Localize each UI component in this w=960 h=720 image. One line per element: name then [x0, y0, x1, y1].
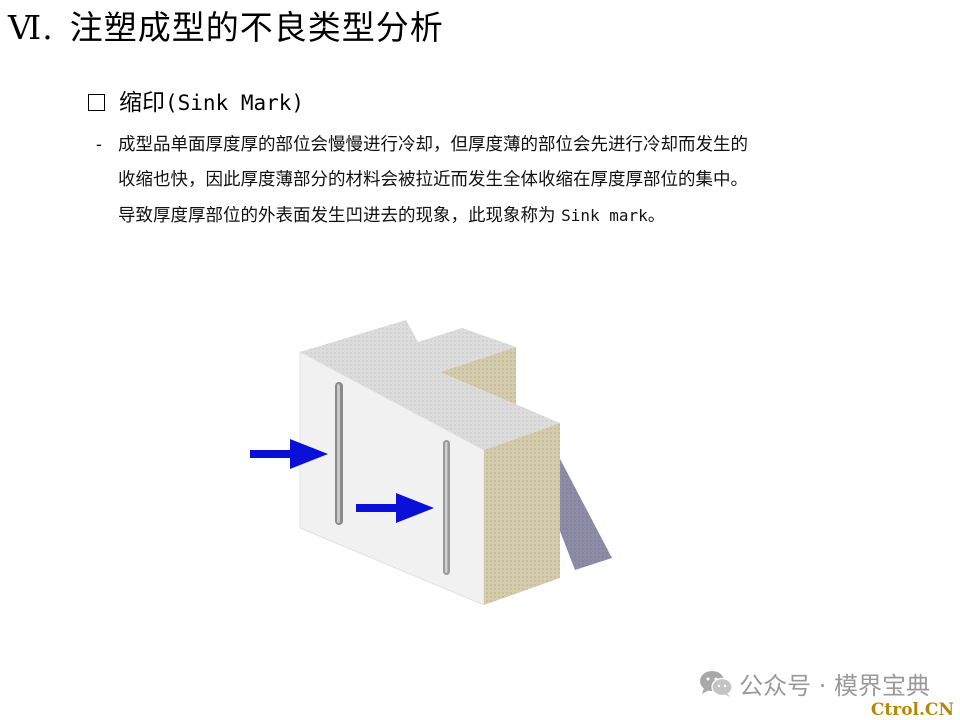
arrow-lower — [356, 493, 434, 523]
description-paragraph: - 成型品单面厚度厚的部位会慢慢进行冷却，但厚度薄的部位会先进行冷却而发生的 收… — [96, 128, 896, 234]
wechat-watermark: 公众号 · 模界宝典 — [699, 666, 930, 701]
title-text: 注塑成型的不良类型分析 — [69, 8, 444, 47]
shadow-wedge — [548, 455, 612, 570]
section-label-cn: 缩印 — [119, 90, 165, 116]
section-label-en: (Sink Mark) — [165, 91, 305, 115]
description-line-3: 导致厚度厚部位的外表面发生凹进去的现象，此现象称为 Sink mark。 — [96, 198, 896, 234]
description-line-3-text: 导致厚度厚部位的外表面发生凹进去的现象，此现象称为 — [118, 206, 562, 226]
checkbox-bullet-icon — [88, 94, 105, 111]
description-line-3-end: 。 — [647, 206, 666, 226]
wechat-icon — [700, 670, 733, 697]
arrow-upper — [250, 439, 328, 469]
dash-bullet: - — [96, 135, 102, 155]
top-face — [300, 320, 560, 450]
section-number: Ⅵ. — [8, 8, 54, 47]
sink-mark-illustration — [250, 320, 612, 606]
watermark-text: 公众号 · 模界宝典 — [739, 672, 930, 700]
end-face — [484, 423, 560, 605]
page-title: Ⅵ. 注塑成型的不良类型分析 — [8, 6, 444, 50]
section-heading: 缩印(Sink Mark) — [88, 86, 304, 120]
site-mark: Ctrol.CN — [870, 700, 954, 720]
description-line-1: 成型品单面厚度厚的部位会慢慢进行冷却，但厚度薄的部位会先进行冷却而发生的 — [118, 135, 748, 155]
sink-mark-term: Sink mark — [561, 206, 648, 225]
description-line-2: 收缩也快，因此厚度薄部分的材料会被拉近而发生全体收缩在厚度厚部位的集中。 — [118, 170, 748, 190]
